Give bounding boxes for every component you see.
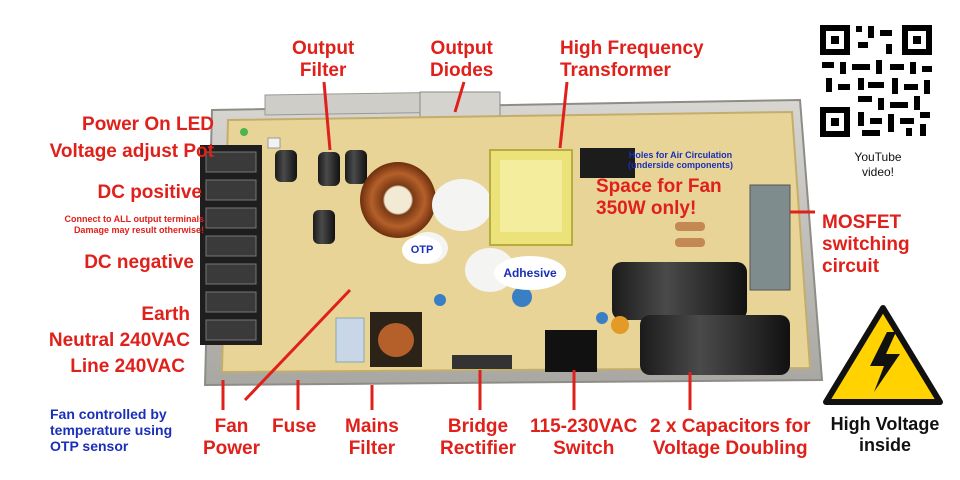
air-holes-note: Holes for Air Circulation(underside comp… [628, 150, 734, 170]
earth-label: Earth [141, 304, 190, 325]
adhesive-label: Adhesive [494, 256, 566, 290]
bridge-rectifier [452, 355, 512, 369]
voltage-pot-label: Voltage adjust Pot [49, 141, 214, 162]
otp-label: OTP [402, 236, 442, 264]
neutral-label: Neutral 240VAC [48, 330, 190, 351]
high-voltage-warning-icon [823, 305, 943, 405]
main-capacitor-upper [612, 262, 747, 320]
power-on-led-label: Power On LED [82, 114, 214, 135]
line-label: Line 240VAC [70, 356, 185, 377]
fuse [335, 317, 365, 363]
fuse-label: Fuse [272, 416, 317, 437]
dc-negative-label: DC negative [84, 252, 194, 273]
power-on-led [240, 128, 248, 136]
voltage-adjust-pot [267, 137, 281, 149]
air-holes [580, 148, 635, 178]
dc-positive-label: DC positive [97, 182, 202, 203]
qr-code-icon[interactable] [817, 22, 935, 140]
mosfet-heatsink [749, 184, 791, 291]
output-filter-inductor [360, 162, 436, 238]
main-capacitor-lower [640, 315, 790, 375]
voltage-switch [545, 330, 597, 372]
